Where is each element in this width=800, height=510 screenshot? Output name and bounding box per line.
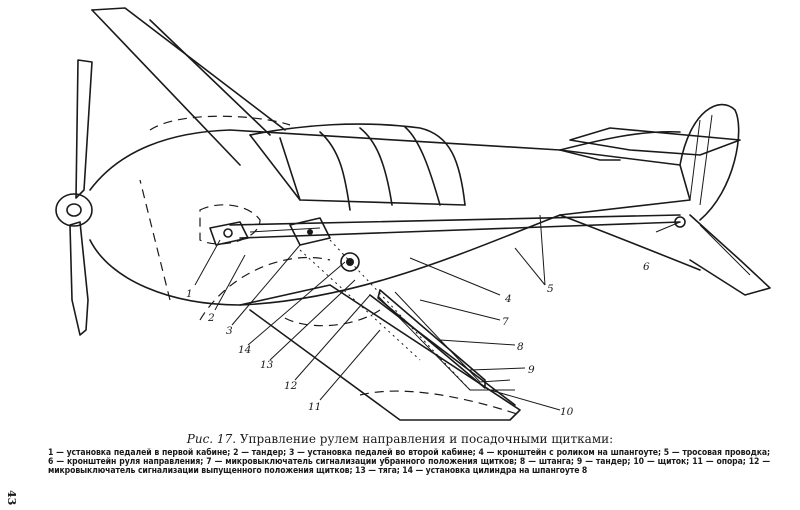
propeller — [55, 59, 93, 336]
callout-5: 5 — [547, 283, 554, 295]
fuselage — [89, 129, 701, 306]
figure-label: Рис. 17. — [186, 432, 237, 446]
hidden-outlines — [139, 115, 521, 416]
vertical-tail — [679, 103, 740, 221]
canopy — [249, 123, 466, 211]
cable-runs — [229, 214, 681, 239]
callout-10: 10 — [560, 406, 574, 418]
callout-6: 6 — [643, 261, 650, 273]
callout-12: 12 — [284, 380, 298, 392]
lower-wing — [239, 284, 521, 421]
stabilizer — [569, 127, 771, 296]
callout-leaders — [194, 214, 681, 411]
callout-3: 3 — [226, 325, 233, 337]
figure-caption: Рис. 17. Управление рулем направления и … — [0, 432, 800, 446]
callout-9: 9 — [528, 364, 535, 376]
callout-11: 11 — [308, 401, 321, 413]
legend-text: 1 — установка педалей в первой кабине; 2… — [48, 448, 770, 477]
callout-2: 2 — [207, 312, 215, 324]
page-number: 43 — [5, 490, 18, 506]
callout-4: 4 — [504, 293, 512, 305]
callout-1: 1 — [186, 288, 193, 300]
aircraft-control-diagram: 1 2 3 14 13 12 11 4 5 6 7 8 9 10 — [55, 7, 771, 421]
upper-wing — [91, 7, 286, 166]
callout-labels: 1 2 3 14 13 12 11 4 5 6 7 8 9 10 — [186, 261, 650, 418]
figure-title: Управление рулем направления и посадочны… — [239, 432, 614, 446]
pedal-assembly-front — [209, 221, 249, 246]
cylinder-assembly — [340, 252, 360, 272]
callout-14: 14 — [238, 344, 251, 356]
rudder-bracket — [674, 216, 686, 228]
callout-13: 13 — [260, 359, 274, 371]
callout-7: 7 — [502, 316, 509, 328]
callout-8: 8 — [517, 341, 524, 353]
pedal-assembly-rear — [289, 217, 331, 246]
